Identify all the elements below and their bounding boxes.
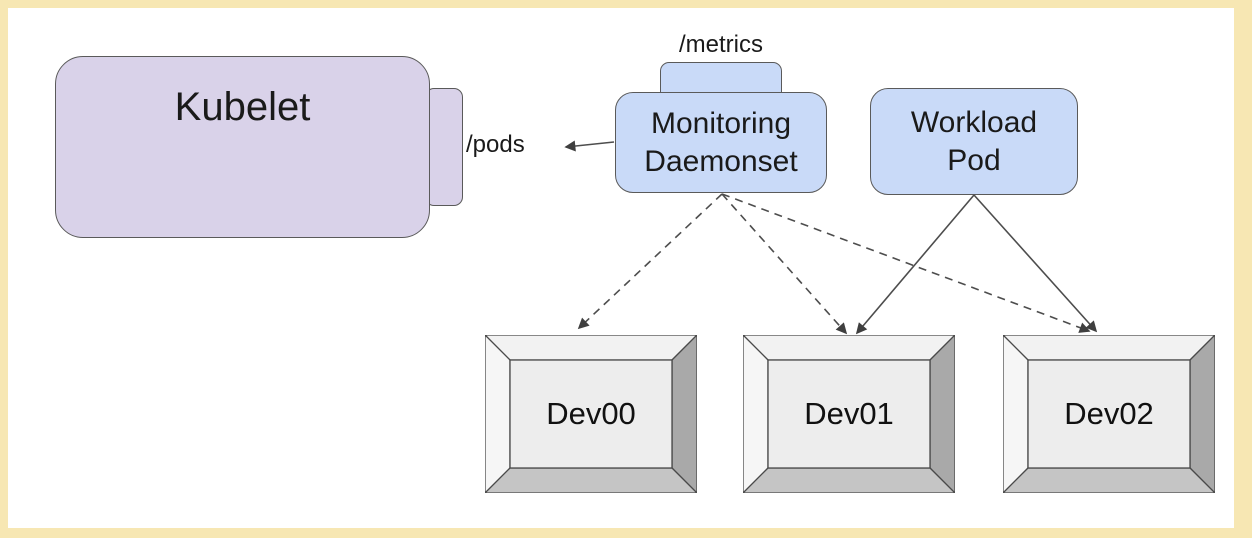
workload-pod-node: Workload Pod: [870, 88, 1078, 195]
monitoring-daemonset-label-line1: Monitoring: [650, 106, 792, 140]
kubelet-side-tab: [425, 88, 463, 206]
device-node-dev00: Dev00: [485, 335, 697, 493]
device-frame-icon: [485, 335, 697, 493]
workload-pod-label-line2: Pod: [947, 143, 1001, 177]
device-node-dev01: Dev01: [743, 335, 955, 493]
pods-endpoint-label: /pods: [466, 131, 525, 158]
device-node-dev02: Dev02: [1003, 335, 1215, 493]
monitoring-daemonset-node: Monitoring Daemonset: [615, 92, 827, 193]
device-frame-icon: [743, 335, 955, 493]
monitoring-daemonset-label-line2: Daemonset: [644, 144, 798, 178]
device-label: Dev02: [1064, 396, 1154, 431]
workload-pod-label-line1: Workload: [910, 105, 1038, 139]
kubelet-node: Kubelet: [55, 56, 430, 238]
device-label: Dev01: [804, 396, 894, 431]
metrics-endpoint-label: /metrics: [679, 31, 763, 58]
device-frame-icon: [1003, 335, 1215, 493]
device-label: Dev00: [546, 396, 636, 431]
kubelet-label: Kubelet: [174, 85, 311, 129]
